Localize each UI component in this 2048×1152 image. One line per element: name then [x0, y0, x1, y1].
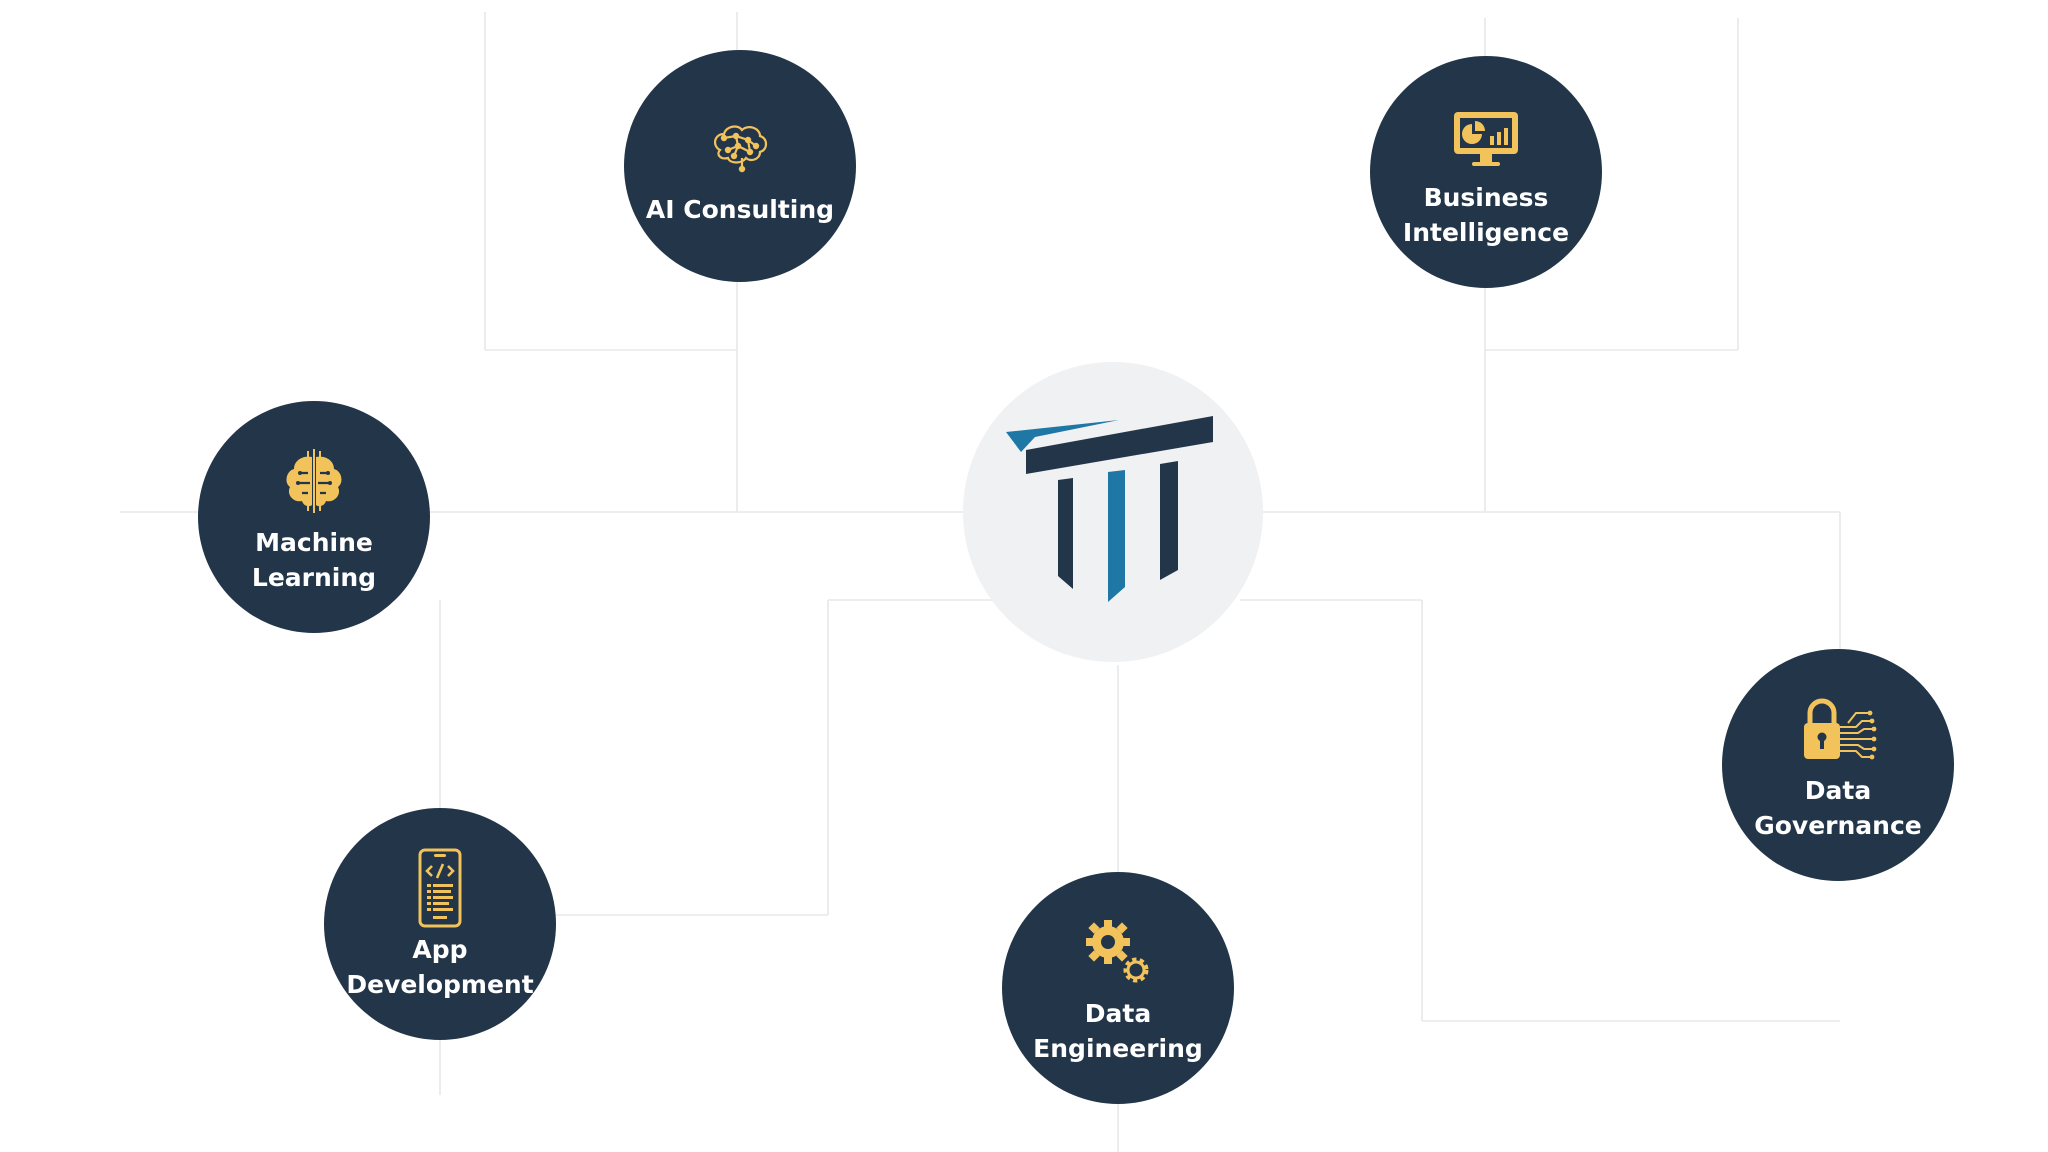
- padlock-circuit-icon: [1796, 687, 1880, 771]
- node-label: Data Governance: [1754, 776, 1922, 840]
- node-label: App Development: [346, 935, 534, 999]
- node-label: Data Engineering: [1033, 999, 1203, 1063]
- node-label: Machine Learning: [251, 528, 377, 592]
- company-logo: [1006, 416, 1213, 602]
- node-label: Business Intelligence: [1402, 183, 1570, 247]
- brain-network-icon: [698, 106, 782, 190]
- phone-code-icon: [398, 846, 482, 930]
- gears-icon: [1076, 910, 1160, 994]
- node-business-intelligence[interactable]: Business Intelligence: [1370, 56, 1602, 288]
- node-label: AI Consulting: [645, 194, 835, 224]
- brain-circuit-icon: [272, 439, 356, 523]
- node-data-governance[interactable]: Data Governance: [1722, 649, 1954, 881]
- node-ai-consulting[interactable]: AI Consulting: [624, 50, 856, 282]
- monitor-chart-icon: [1444, 94, 1528, 178]
- node-data-engineering[interactable]: Data Engineering: [1002, 872, 1234, 1104]
- node-app-development[interactable]: App Development: [324, 808, 556, 1040]
- company-logo-hub: [963, 362, 1263, 662]
- node-machine-learning[interactable]: Machine Learning: [198, 401, 430, 633]
